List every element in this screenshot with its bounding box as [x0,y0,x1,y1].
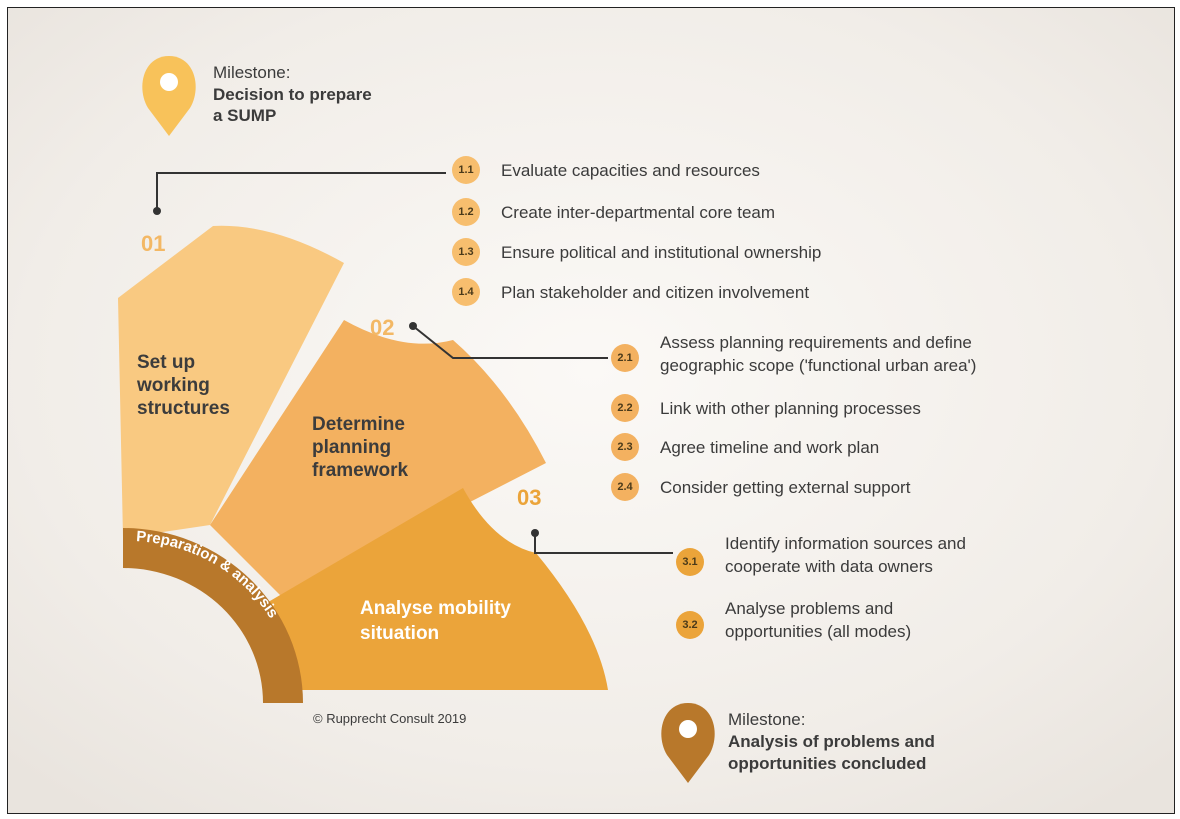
step-02-segment [210,320,546,598]
activity-text-line1: Assess planning requirements and define [660,333,972,352]
milestone-top-heading: Milestone: [213,63,291,82]
connector-03 [534,533,673,554]
activity-text-line2: opportunities (all modes) [725,622,912,641]
activity-text: Consider getting external support [660,478,911,497]
step-03-title-line1: Analyse mobility [360,598,511,619]
activity-text-line1: Identify information sources and [725,534,966,553]
step-02-title-line1: Determine [312,414,405,435]
activity-badge: 1.1 [452,156,480,184]
step-01-title-line2: working [137,375,210,396]
map-pin-icon [661,703,715,783]
activity-badge: 3.2 [676,611,704,639]
step-01-segment [118,225,344,538]
activity-badge: 2.3 [611,433,639,461]
activity-text-line1: Analyse problems and [725,599,894,618]
milestone-bottom-heading: Milestone: [728,710,806,729]
activity-text: Agree timeline and work plan [660,438,880,457]
step-03-number: 03 [517,485,542,510]
step-02-title-line3: framework [312,460,409,481]
milestone-top-line1: Decision to prepare [213,85,372,104]
step-01-number: 01 [141,231,166,256]
step-03-segment [258,488,608,690]
connector-01 [156,172,446,211]
step-03-title-line2: situation [360,623,440,644]
milestone-bottom-line2: opportunities concluded [728,754,927,773]
phase-band [123,528,303,703]
map-pin-icon [142,56,196,136]
activity-badge: 3.1 [676,548,704,576]
activity-badge: 1.4 [452,278,480,306]
activity-badge: 1.2 [452,198,480,226]
diagram-frame: Preparation & analysis Milestone: Decisi… [7,7,1175,814]
copyright: © Rupprecht Consult 2019 [313,711,467,726]
activity-badge: 2.2 [611,394,639,422]
step-01-title-line3: structures [137,398,230,419]
activity-text: Create inter-departmental core team [501,203,776,222]
step-02-title-line2: planning [312,437,392,458]
activity-badge: 1.3 [452,238,480,266]
activity-text: Plan stakeholder and citizen involvement [501,283,810,302]
step-02-number: 02 [370,315,395,340]
activity-text-line2: cooperate with data owners [725,557,933,576]
activity-badge: 2.4 [611,473,639,501]
activity-text: Ensure political and institutional owner… [501,243,822,262]
milestone-bottom-line1: Analysis of problems and [728,732,935,751]
step-01-title-line1: Set up [137,352,196,373]
activity-text: Link with other planning processes [660,399,921,418]
activity-text: Evaluate capacities and resources [501,161,760,180]
diagram-graphic: Preparation & analysis [118,56,715,783]
activity-text-line2: geographic scope ('functional urban area… [660,356,977,375]
connector-02 [412,325,608,359]
activity-badge: 2.1 [611,344,639,372]
milestone-top-line2: a SUMP [213,106,277,125]
